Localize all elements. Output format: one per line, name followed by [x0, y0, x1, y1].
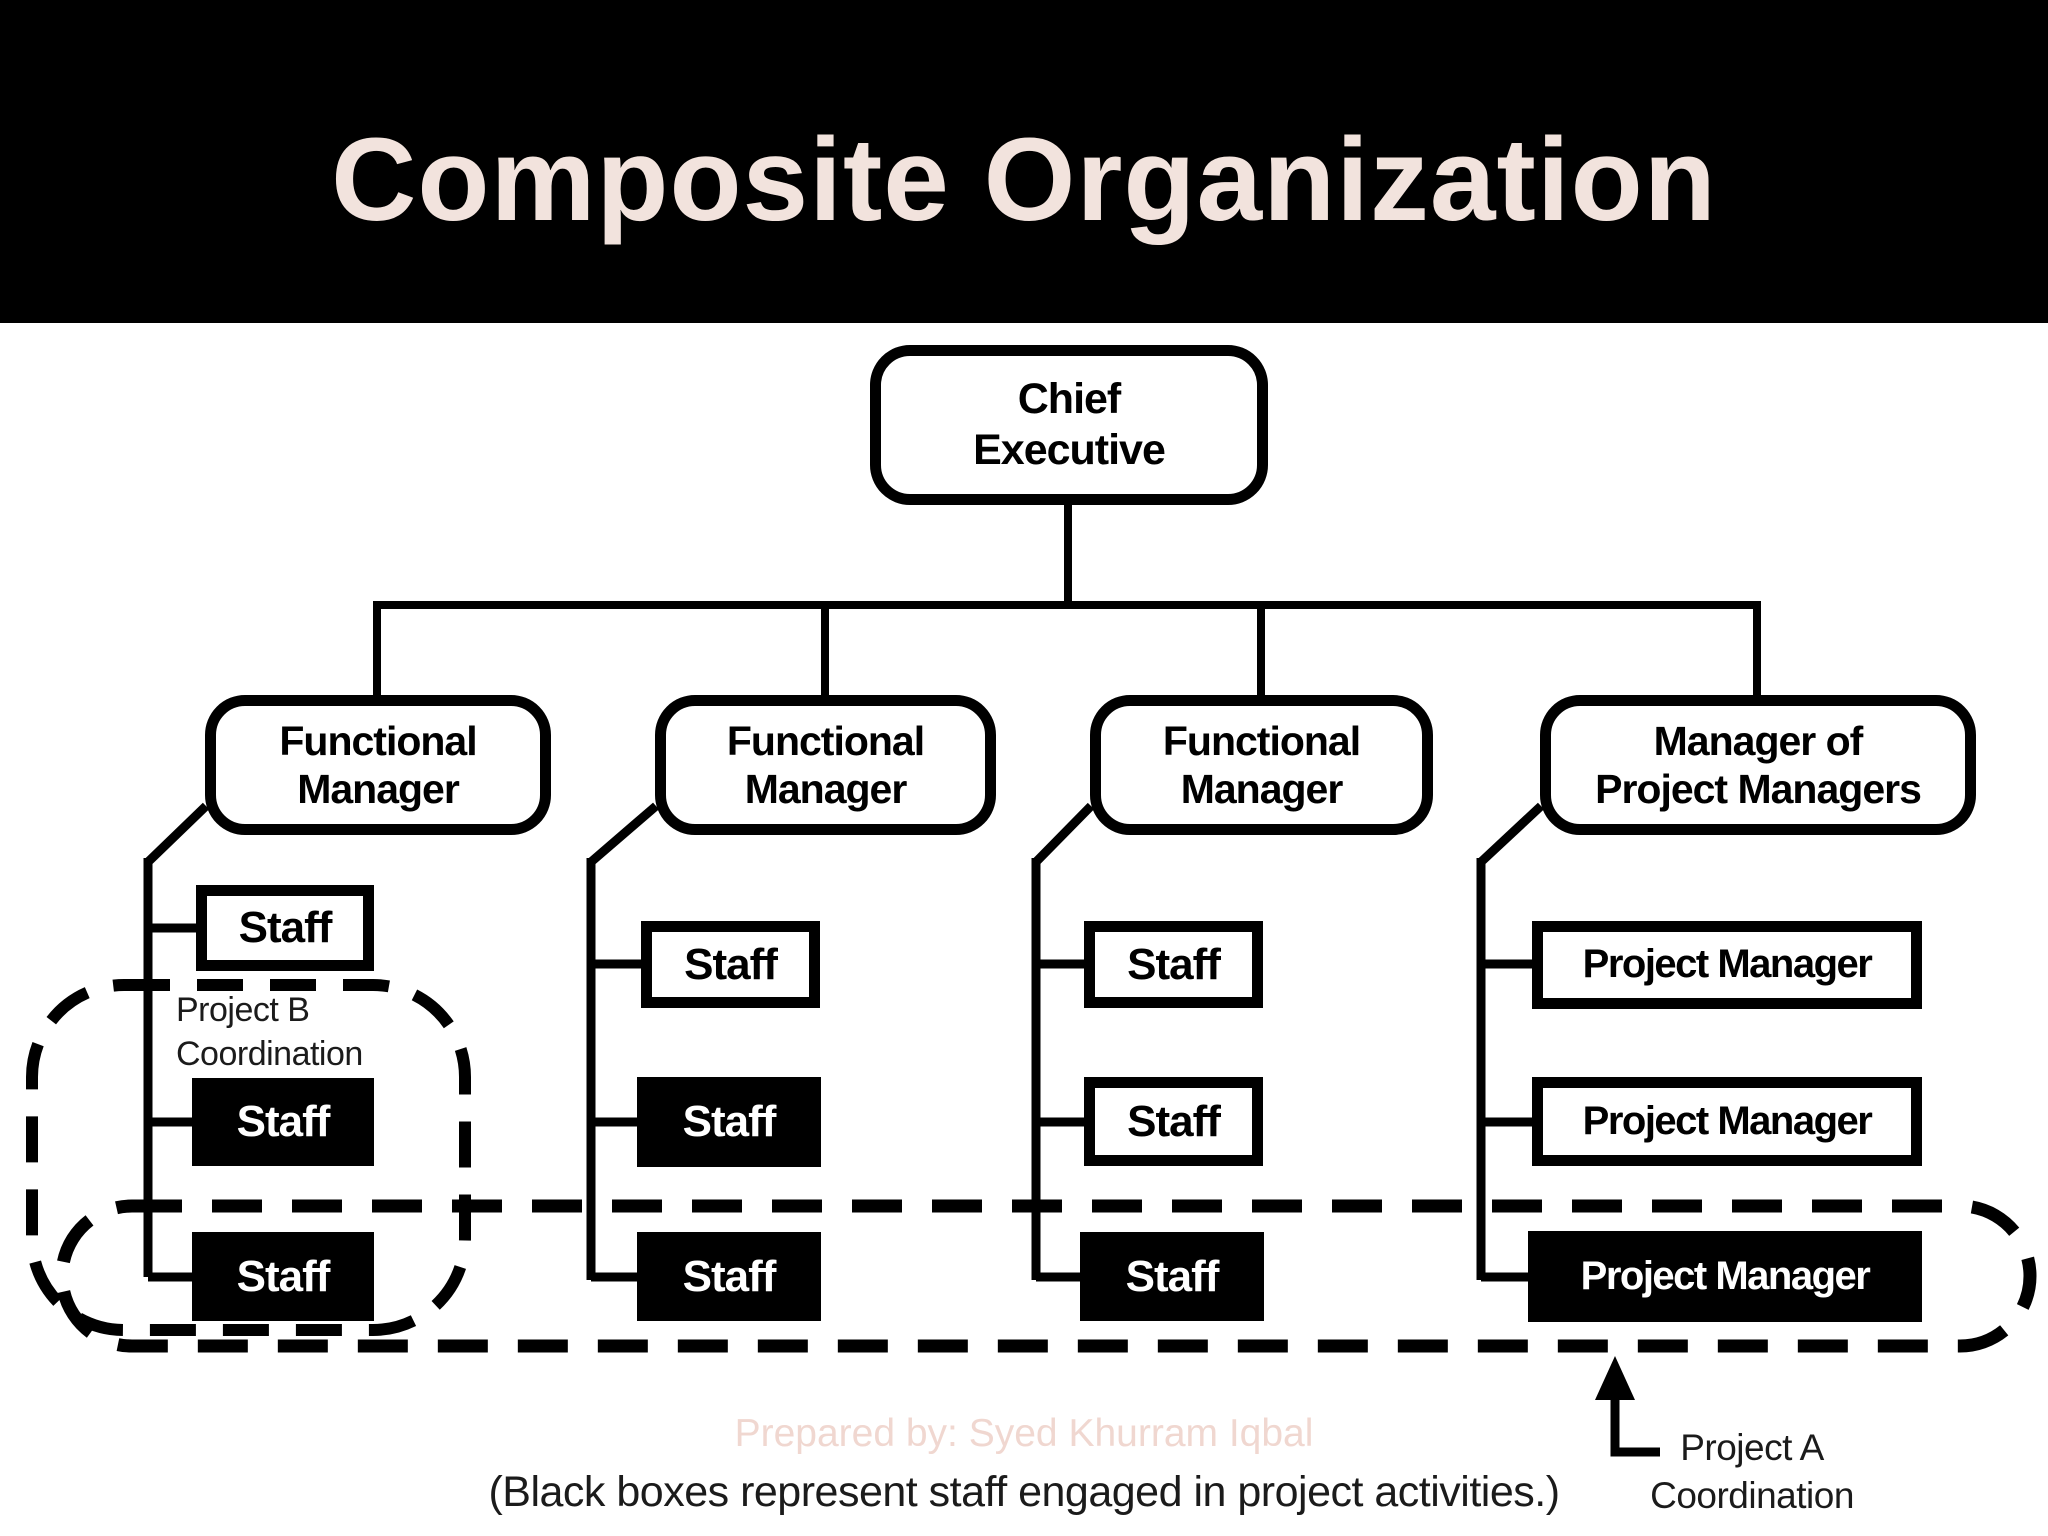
- col2-staff-1-box: Staff: [641, 921, 820, 1008]
- project-b-line2: Coordination: [176, 1035, 363, 1074]
- header-bar: Composite Organization: [0, 0, 2048, 323]
- up-arrow-icon: [1595, 1356, 1635, 1400]
- project-a-line1: Project A: [1680, 1427, 1824, 1468]
- project-a-label: Project A Coordination: [1642, 1424, 1862, 1520]
- functional-manager-1-line1: Functional: [279, 717, 477, 764]
- col1-staff-3-box: Staff: [192, 1232, 374, 1321]
- functional-manager-3-line2: Manager: [1180, 766, 1344, 812]
- diagonal-1: [144, 802, 210, 866]
- col4-project-manager-2-box: Project Manager: [1532, 1077, 1922, 1166]
- chief-executive-label-line2: Executive: [973, 426, 1166, 474]
- functional-manager-1-box: Functional Manager: [205, 695, 551, 835]
- diagonal-2: [588, 802, 659, 866]
- manager-of-pms-line2: Project Managers: [1595, 766, 1922, 812]
- diagonal-4: [1477, 802, 1545, 866]
- col2-staff-2-box: Staff: [637, 1077, 821, 1167]
- functional-manager-3-box: Functional Manager: [1090, 695, 1433, 835]
- col3-staff-3-box: Staff: [1080, 1232, 1264, 1321]
- footnote-text: (Black boxes represent staff engaged in …: [488, 1468, 1560, 1516]
- col4-project-manager-1-box: Project Manager: [1532, 921, 1922, 1009]
- project-b-label: Project B Coordination: [176, 988, 363, 1076]
- col3-staff-2-box: Staff: [1084, 1077, 1263, 1166]
- slide-title: Composite Organization: [331, 113, 1717, 246]
- prepared-by-text: Prepared by: Syed Khurram Iqbal: [734, 1412, 1314, 1455]
- project-b-line1: Project B: [176, 991, 310, 1029]
- col1-staff-2-box: Staff: [192, 1078, 374, 1166]
- diagonal-3: [1032, 802, 1095, 866]
- col4-project-manager-3-box: Project Manager: [1528, 1231, 1922, 1322]
- col2-staff-3-box: Staff: [637, 1232, 821, 1321]
- manager-of-project-managers-box: Manager of Project Managers: [1540, 695, 1976, 835]
- functional-manager-3-line1: Functional: [1162, 717, 1361, 764]
- functional-manager-2-box: Functional Manager: [655, 695, 996, 835]
- chief-executive-label-line1: Chief: [1017, 375, 1121, 424]
- col1-staff-1-box: Staff: [196, 885, 374, 971]
- functional-manager-1-line2: Manager: [297, 766, 460, 812]
- functional-manager-2-line1: Functional: [726, 717, 925, 764]
- functional-manager-2-line2: Manager: [744, 766, 908, 812]
- chief-executive-box: Chief Executive: [870, 345, 1268, 505]
- col3-staff-1-box: Staff: [1084, 921, 1263, 1008]
- manager-of-pms-line1: Manager of: [1653, 717, 1864, 764]
- project-a-line2: Coordination: [1650, 1475, 1854, 1517]
